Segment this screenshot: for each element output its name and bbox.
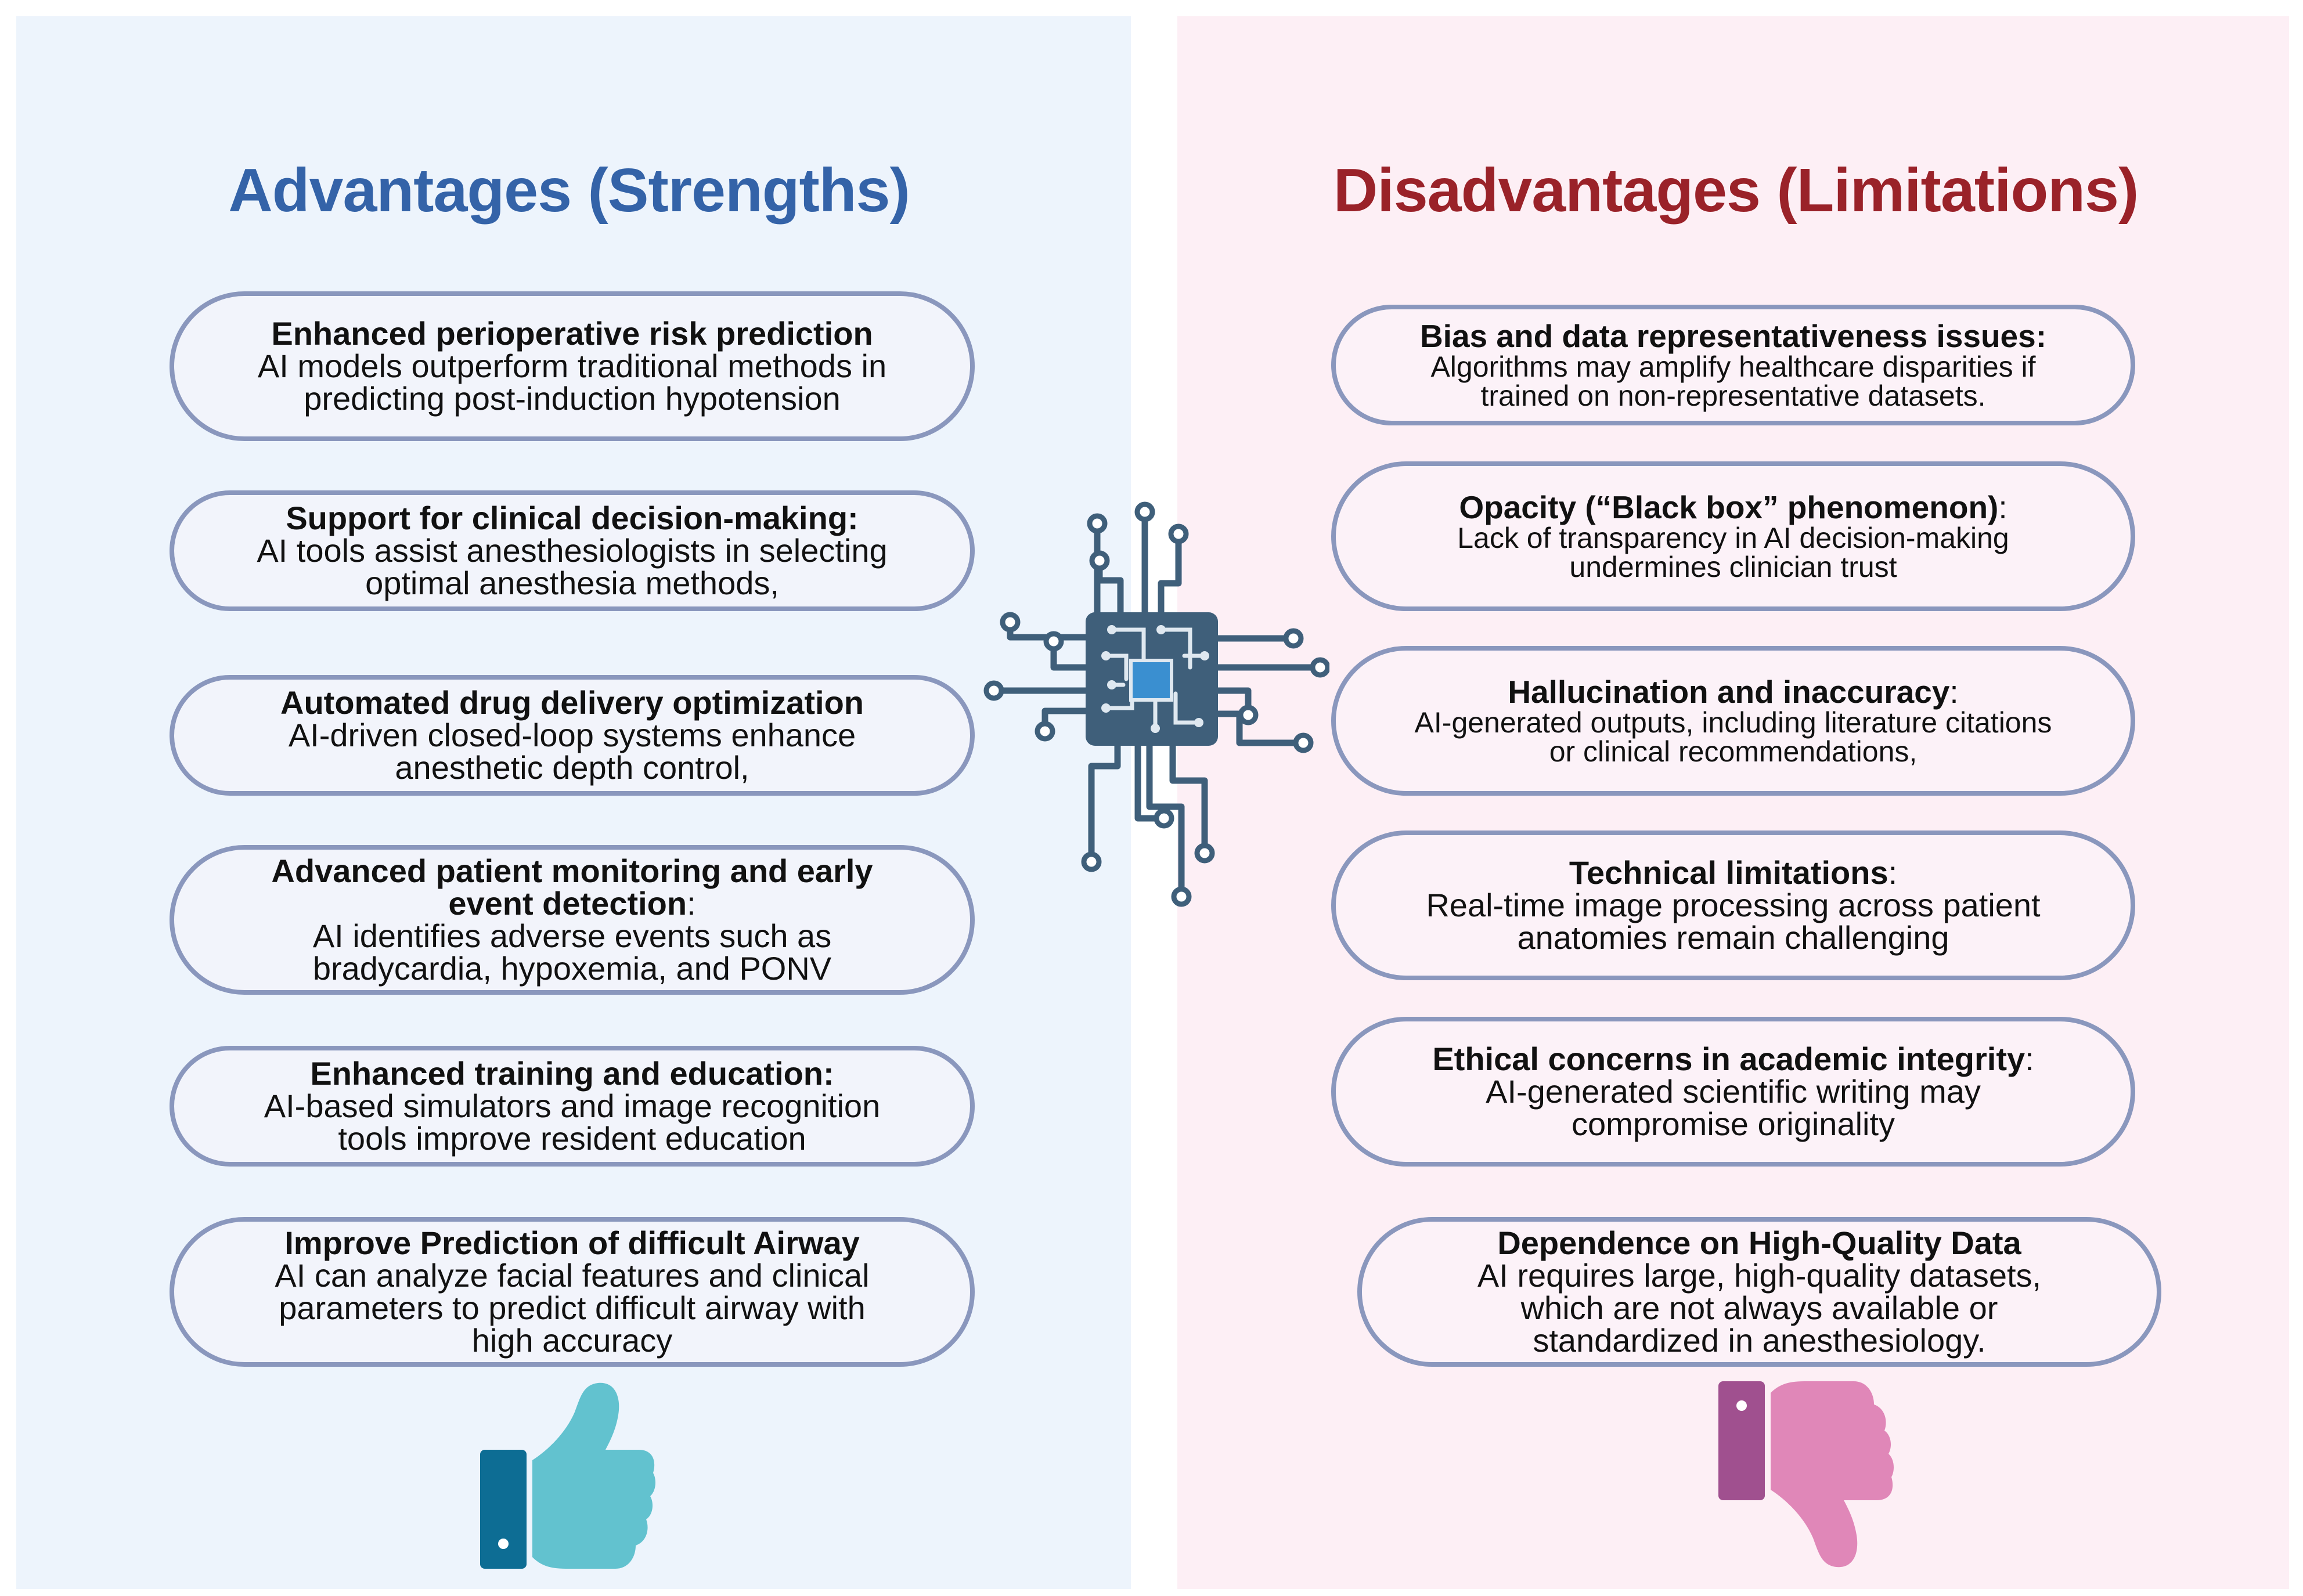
disadvantage-item-technical: Technical limitations: Real-time image p… xyxy=(1331,831,2135,980)
disadvantage-item-opacity: Opacity (“Black box” phenomenon): Lack o… xyxy=(1331,461,2135,611)
advantage-title: Automated drug delivery optimization xyxy=(280,684,864,721)
disadvantage-title: Hallucination and inaccuracy xyxy=(1508,673,1950,710)
disadvantage-title-row: Opacity (“Black box” phenomenon): xyxy=(1459,489,2008,525)
advantage-desc: AI can analyze facial features and clini… xyxy=(275,1257,870,1294)
disadvantage-title-row: Technical limitations: xyxy=(1569,857,1897,889)
advantage-desc: predicting post-induction hypotension xyxy=(304,380,841,417)
advantage-desc: parameters to predict difficult airway w… xyxy=(279,1290,866,1326)
advantage-title: Support for clinical decision-making: xyxy=(286,500,859,536)
disadvantage-title: Technical limitations xyxy=(1569,854,1888,891)
advantage-item-airway-prediction: Improve Prediction of difficult Airway A… xyxy=(170,1217,975,1367)
advantage-desc: optimal anesthesia methods, xyxy=(365,565,779,601)
disadvantage-title: Opacity (“Black box” phenomenon) xyxy=(1459,489,1999,525)
advantage-desc: AI-driven closed-loop systems enhance xyxy=(288,717,856,753)
advantage-desc: anesthetic depth control, xyxy=(395,749,749,786)
advantage-desc: high accuracy xyxy=(471,1322,673,1359)
advantage-desc: AI-based simulators and image recognitio… xyxy=(264,1088,881,1124)
disadvantage-item-data-quality: Dependence on High-Quality Data AI requi… xyxy=(1357,1217,2161,1367)
advantage-title-text: event detection xyxy=(448,885,687,922)
thumbs-down-icon xyxy=(1717,1381,1897,1573)
disadvantage-title-row: Ethical concerns in academic integrity: xyxy=(1432,1043,2034,1075)
advantage-title: Enhanced perioperative risk prediction xyxy=(271,315,873,352)
title-colon: : xyxy=(687,885,696,922)
disadvantage-item-hallucination: Hallucination and inaccuracy: AI-generat… xyxy=(1331,646,2135,796)
disadvantage-desc: Algorithms may amplify healthcare dispar… xyxy=(1430,350,2036,383)
title-colon: : xyxy=(1888,854,1898,891)
advantage-item-drug-delivery: Automated drug delivery optimization AI-… xyxy=(170,675,975,796)
advantage-desc: tools improve resident education xyxy=(338,1120,806,1157)
advantage-item-patient-monitoring: Advanced patient monitoring and early ev… xyxy=(170,845,975,995)
advantage-desc: AI identifies adverse events such as xyxy=(312,918,832,954)
advantage-desc: bradycardia, hypoxemia, and PONV xyxy=(312,950,832,987)
title-colon: : xyxy=(2025,1041,2034,1077)
disadvantage-desc: compromise originality xyxy=(1571,1106,1895,1142)
disadvantage-desc: or clinical recommendations, xyxy=(1549,735,1918,768)
disadvantages-heading: Disadvantages (Limitations) xyxy=(1333,156,2139,225)
disadvantage-title-row: Hallucination and inaccuracy: xyxy=(1508,676,1958,708)
title-colon: : xyxy=(1998,489,2008,525)
disadvantage-desc: which are not always available or xyxy=(1520,1290,1998,1326)
advantage-title: Improve Prediction of difficult Airway xyxy=(284,1225,860,1261)
disadvantage-desc: undermines clinician trust xyxy=(1569,550,1897,583)
title-colon: : xyxy=(1949,673,1959,710)
disadvantage-desc: standardized in anesthesiology. xyxy=(1533,1322,1986,1359)
disadvantage-title: Dependence on High-Quality Data xyxy=(1497,1225,2021,1261)
advantage-desc: AI tools assist anesthesiologists in sel… xyxy=(257,532,888,569)
disadvantage-item-ethics: Ethical concerns in academic integrity: … xyxy=(1331,1017,2135,1167)
disadvantage-desc: anatomies remain challenging xyxy=(1517,919,1949,956)
advantage-item-decision-support: Support for clinical decision-making: AI… xyxy=(170,490,975,611)
disadvantage-desc: AI-generated scientific writing may xyxy=(1486,1073,1981,1110)
advantage-title: Enhanced training and education: xyxy=(310,1055,834,1092)
advantage-desc: AI models outperform traditional methods… xyxy=(257,348,887,384)
disadvantage-desc: Real-time image processing across patien… xyxy=(1426,887,2041,923)
disadvantage-item-bias: Bias and data representativeness issues:… xyxy=(1331,305,2135,425)
disadvantage-desc: AI requires large, high-quality datasets… xyxy=(1477,1257,2042,1294)
ai-chip-circuit-icon xyxy=(975,493,1331,911)
disadvantage-title: Ethical concerns in academic integrity xyxy=(1432,1041,2026,1077)
advantage-title-continued: event detection: xyxy=(448,887,695,920)
disadvantage-title: Bias and data representativeness issues: xyxy=(1419,317,2047,354)
disadvantage-desc: AI-generated outputs, including literatu… xyxy=(1414,706,2052,739)
advantage-item-risk-prediction: Enhanced perioperative risk prediction A… xyxy=(170,291,975,441)
thumbs-up-icon xyxy=(479,1380,659,1572)
advantage-item-training: Enhanced training and education: AI-base… xyxy=(170,1046,975,1167)
disadvantage-desc: Lack of transparency in AI decision-maki… xyxy=(1457,521,2009,554)
advantages-heading: Advantages (Strengths) xyxy=(228,156,910,225)
disadvantage-desc: trained on non-representative datasets. xyxy=(1480,379,1986,412)
advantage-title: Advanced patient monitoring and early xyxy=(271,853,873,889)
